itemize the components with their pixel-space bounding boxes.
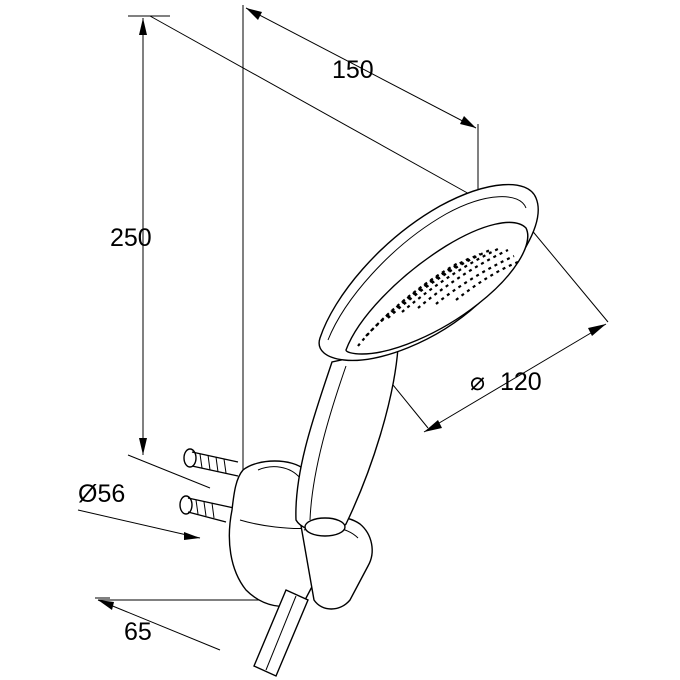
wall-screws	[179, 448, 239, 523]
shower-head	[318, 183, 539, 362]
dimension-120	[423, 323, 607, 433]
label-diameter-symbol: ⌀	[470, 368, 485, 396]
label-250: 250	[110, 224, 152, 252]
spray-nozzles	[357, 247, 519, 347]
lower-screw	[179, 495, 235, 523]
hose-outlet	[253, 589, 309, 677]
dimension-250	[139, 18, 147, 455]
dimension-labels: 150 250 ⌀ 120 Ø56 65	[78, 56, 542, 646]
label-65: 65	[124, 618, 152, 646]
dimension-150	[245, 7, 477, 129]
label-120: 120	[500, 368, 542, 396]
shower-handle	[295, 347, 399, 537]
label-56: Ø56	[78, 480, 125, 508]
dimension-56-leader	[77, 509, 201, 540]
label-150: 150	[332, 56, 374, 84]
upper-screw	[183, 448, 239, 477]
